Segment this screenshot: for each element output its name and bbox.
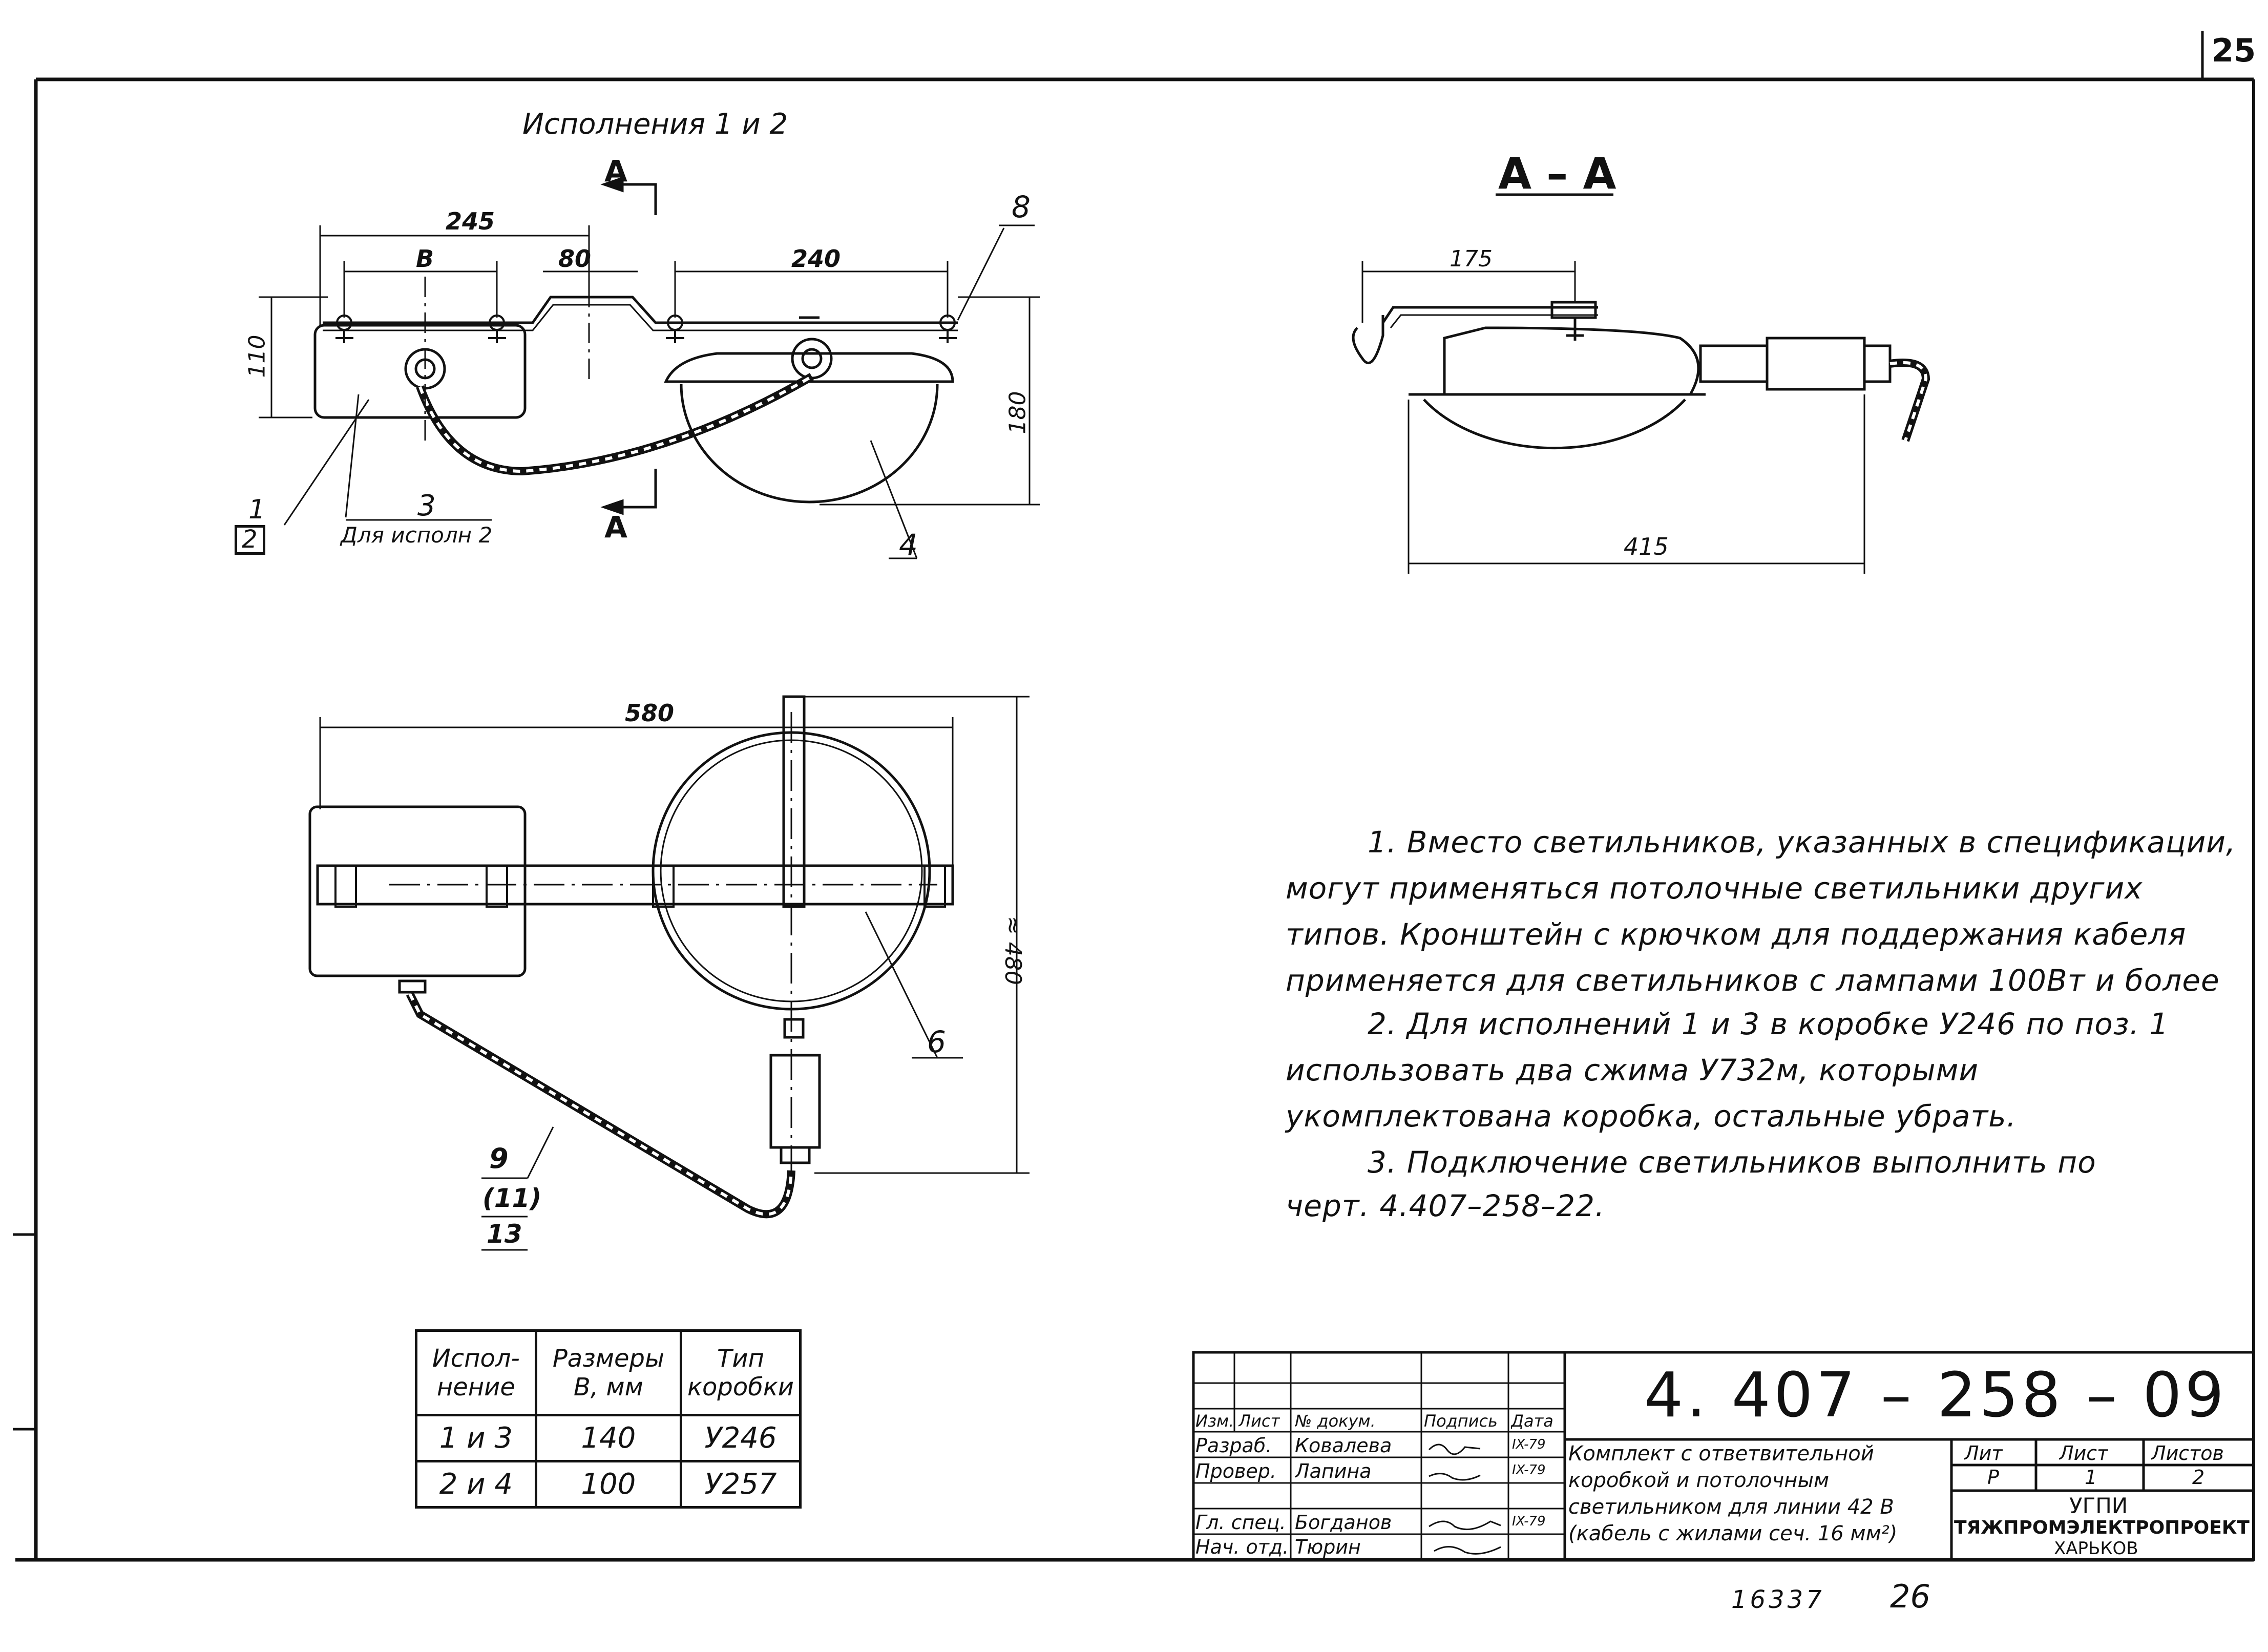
callout-6: 6 [927, 1024, 946, 1059]
top-view-title: Исполнения 1 и 2 [522, 108, 788, 141]
callout-3: 3 [417, 489, 436, 522]
section-aa-view [1352, 193, 1930, 574]
callout-1: 1 [248, 494, 266, 525]
dim-180: 180 [1004, 391, 1031, 434]
role-chief-specialist: Гл. спец. [1195, 1511, 1286, 1534]
role-head-dept: Нач. отд. [1195, 1536, 1289, 1558]
callout-8: 8 [1012, 190, 1031, 224]
name-developer: Ковалева [1295, 1434, 1392, 1457]
note-line: 3. Подключение светильников выполнить по [1368, 1145, 2096, 1180]
date-checker: IX-79 [1512, 1462, 1546, 1478]
dim-480: ≈ 480 [999, 916, 1026, 985]
stamp-page: 26 [1890, 1578, 1930, 1615]
sheet-value: 1 [2085, 1466, 2097, 1489]
callout-4: 4 [899, 528, 918, 562]
note-line: 1. Вместо светильников, указанных в спец… [1368, 825, 2236, 860]
org-line-2: ТЯЖПРОМЭЛЕКТРОПРОЕКТ [1954, 1517, 2250, 1538]
table-header: Испол-нение [415, 1329, 537, 1416]
note-line: типов. Кронштейн с крючком для поддержан… [1286, 917, 2187, 952]
lit-value: Р [1987, 1466, 1999, 1489]
note-line: использовать два сжима У732м, которыми [1286, 1053, 1979, 1088]
role-checker: Провер. [1195, 1460, 1276, 1482]
table-cell: 140 [534, 1414, 683, 1462]
note-line: 2. Для исполнений 1 и 3 в коробке У246 п… [1368, 1007, 2169, 1041]
description-line: коробкой и потолочным [1568, 1469, 1830, 1492]
dim-80: 80 [558, 245, 592, 273]
table-header: Тип коробки [680, 1329, 802, 1416]
section-marker-top: А [604, 154, 627, 189]
table-cell: 100 [534, 1460, 683, 1509]
description-line: (кабель с жилами сеч. 16 мм²) [1568, 1522, 1898, 1545]
dim-110: 110 [244, 334, 270, 378]
note-line: применяется для светильников с лампами 1… [1286, 963, 2220, 998]
dim-240: 240 [791, 245, 841, 273]
role-developer: Разраб. [1195, 1434, 1272, 1457]
plan-view [308, 695, 1030, 1251]
lit-label: Лит [1964, 1442, 2003, 1465]
stamp-number: 16337 [1731, 1585, 1825, 1614]
col-header-date: Дата [1511, 1411, 1553, 1431]
dim-175: 175 [1450, 246, 1493, 272]
page-number: 25 [2212, 32, 2256, 69]
description-line: светильником для линии 42 В [1568, 1495, 1894, 1519]
dim-580: 580 [625, 699, 675, 727]
table-cell: У246 [680, 1414, 802, 1462]
top-view [259, 176, 1040, 559]
date-developer: IX-79 [1512, 1437, 1546, 1452]
spec-table: Испол-нение Размеры В, мм Тип коробки 1 … [415, 1329, 802, 1509]
callout-2-box [235, 525, 265, 555]
name-checker: Лапина [1295, 1460, 1372, 1482]
table-cell: 2 и 4 [415, 1460, 537, 1509]
table-cell: 1 и 3 [415, 1414, 537, 1462]
dim-415: 415 [1624, 533, 1669, 560]
sheet-label: Лист [2059, 1442, 2109, 1465]
document-number: 4. 407 – 258 – 09 [1644, 1360, 2227, 1431]
callout-3-note: Для исполн 2 [341, 522, 493, 548]
name-head-dept: Тюрин [1295, 1536, 1361, 1558]
description-line: Комплект с ответвительной [1568, 1442, 1874, 1466]
note-line: могут применяться потолочные светильники… [1286, 871, 2143, 906]
signatures [1428, 1444, 1501, 1555]
sheets-label: Листов [2151, 1442, 2224, 1465]
col-header-list: Лист [1238, 1411, 1280, 1431]
callout-2: 2 [242, 525, 258, 554]
col-header-doc: № докум. [1295, 1411, 1376, 1431]
callout-13: 13 [487, 1219, 522, 1249]
sheets-value: 2 [2192, 1466, 2205, 1489]
org-line-3: ХАРЬКОВ [2054, 1538, 2138, 1559]
note-line: черт. 4.407–258–22. [1286, 1188, 1605, 1223]
dim-b: В [416, 245, 434, 273]
callout-11: (11) [482, 1183, 542, 1213]
col-header-sign: Подпись [1424, 1411, 1498, 1431]
section-marker-bottom: А [604, 510, 627, 545]
title-block-grid [1192, 1351, 2255, 1561]
section-title: А – А [1498, 149, 1616, 199]
name-chief-specialist: Богданов [1295, 1511, 1392, 1534]
callout-9: 9 [489, 1142, 509, 1175]
date-chief-specialist: IX-79 [1512, 1514, 1546, 1529]
table-cell: У257 [680, 1460, 802, 1509]
dim-245: 245 [446, 207, 495, 235]
note-line: укомплектована коробка, остальные убрать… [1286, 1099, 2017, 1134]
table-header: Размеры В, мм [534, 1329, 683, 1416]
org-line-1: УГПИ [2069, 1493, 2128, 1518]
col-header-izm: Изм. [1195, 1411, 1234, 1431]
